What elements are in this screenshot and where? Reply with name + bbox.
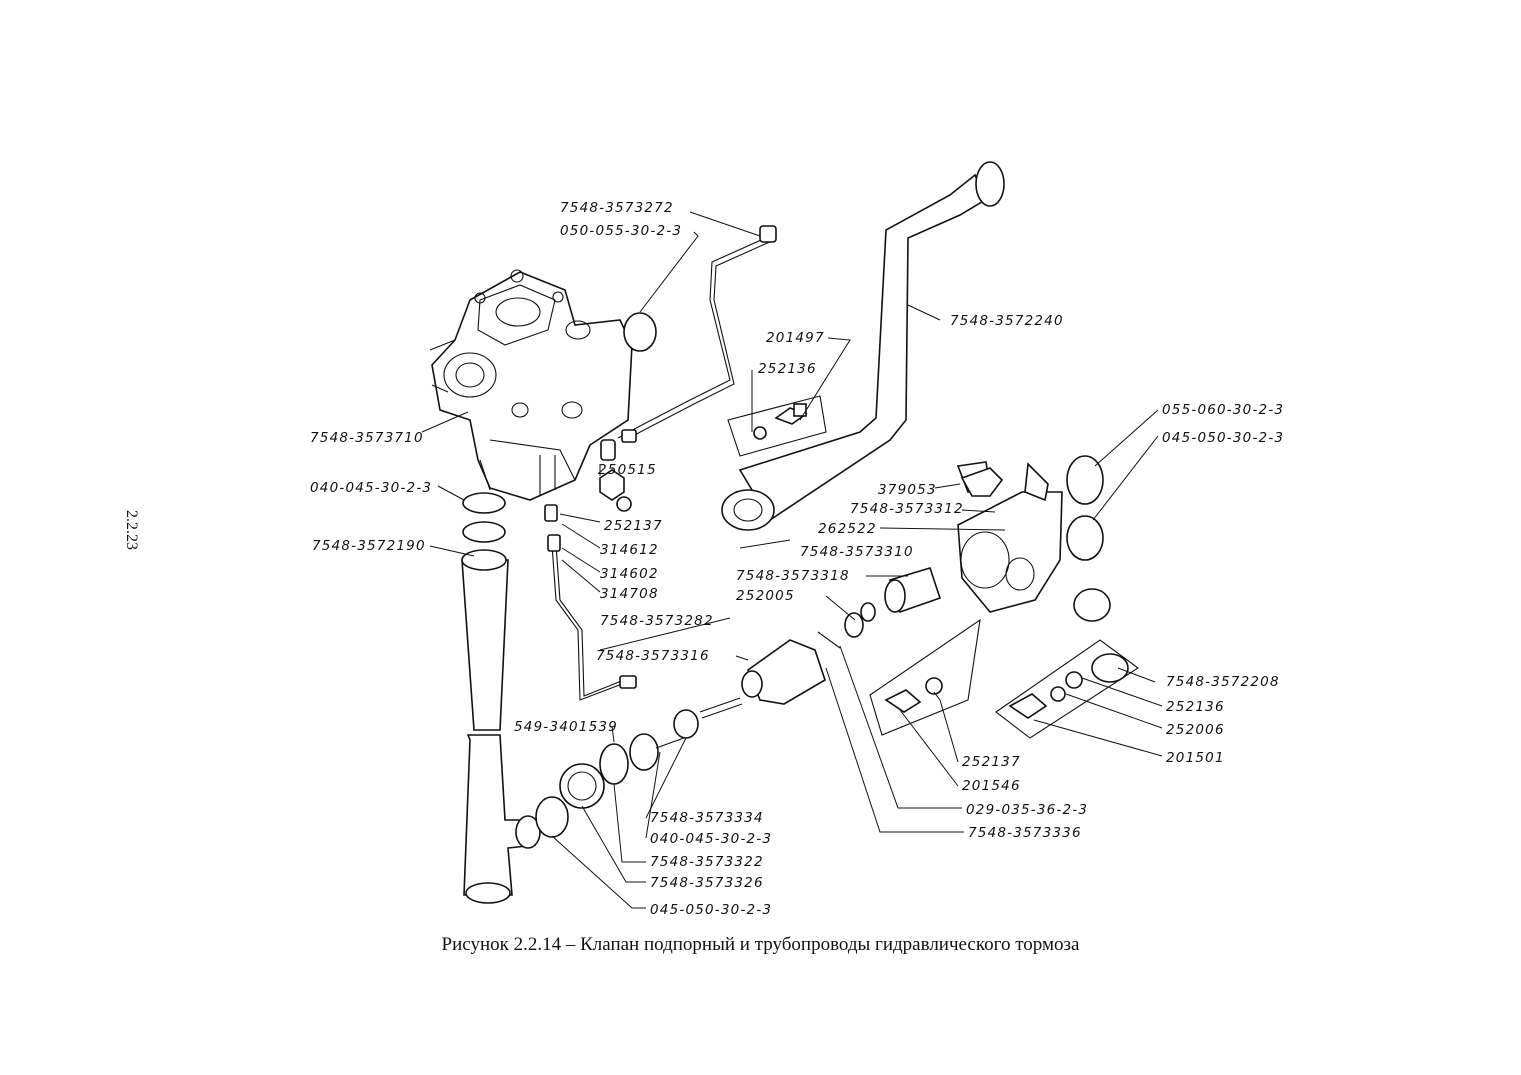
part-label: 252136 (758, 361, 817, 377)
figure-caption: Рисунок 2.2.14 – Клапан подпорный и труб… (441, 934, 1080, 955)
part-label: 201546 (962, 778, 1021, 794)
part-label: 029-035-36-2-3 (966, 802, 1088, 818)
page-number: 2.2.23 (123, 510, 140, 550)
part-label: 7548-3572208 (1166, 674, 1280, 690)
fitting-250515 (599, 439, 632, 512)
part-label: 7548-3573322 (650, 854, 764, 870)
part-label: 055-060-30-2-3 (1162, 402, 1284, 418)
part-label: 7548-3573282 (600, 613, 714, 629)
bolt-201497 (753, 403, 808, 440)
part-label: 040-045-30-2-3 (310, 480, 432, 496)
part-label: 045-050-30-2-3 (1162, 430, 1284, 446)
part-label: 7548-3573334 (650, 810, 764, 826)
plug-7548-3573322 (599, 743, 629, 785)
part-label: 252137 (962, 754, 1021, 770)
piston-7548-3573316 (699, 631, 841, 719)
part-label: 250515 (598, 462, 657, 478)
part-label: 549-3401539 (514, 719, 618, 735)
tube-7548-3573282 (544, 504, 637, 701)
part-label: 7548-3573326 (650, 875, 764, 891)
detail-frame-left (869, 618, 981, 736)
valve-7548-3573334 (629, 733, 685, 771)
part-label: 7548-3573316 (596, 648, 710, 664)
part-label: 7548-3573272 (560, 200, 674, 216)
part-label: 7548-3573336 (968, 825, 1082, 841)
o-ring-050-055 (623, 312, 657, 352)
plug-7548-3573326 (559, 763, 605, 809)
bolt-201546 (884, 677, 943, 713)
o-ring-252005-1 (860, 602, 876, 622)
elbow-379053 (960, 467, 1004, 497)
part-label: 314708 (600, 586, 659, 602)
part-label: 252006 (1166, 722, 1225, 738)
detail-frame-top (727, 395, 827, 457)
bolt-201501 (1008, 671, 1083, 719)
part-label: 262522 (818, 521, 877, 537)
part-label: 252005 (736, 588, 795, 604)
part-label: 7548-3573318 (736, 568, 850, 584)
part-label: 050-055-30-2-3 (560, 223, 682, 239)
o-ring-extra (462, 521, 506, 543)
leader-lines (421, 211, 1163, 909)
o-ring-040-045-lower (673, 709, 699, 739)
part-label: 040-045-30-2-3 (650, 831, 772, 847)
part-label: 045-050-30-2-3 (650, 902, 772, 918)
part-label: 201501 (1166, 750, 1225, 766)
part-label: 7548-3572190 (312, 538, 426, 554)
part-label: 314612 (600, 542, 659, 558)
part-label: 7548-3573312 (850, 501, 964, 517)
valve-body-part (429, 269, 633, 501)
part-label: 379053 (878, 482, 937, 498)
sleeve-7548-3573318 (884, 567, 942, 614)
pipe-7548-3572190 (461, 549, 541, 904)
part-number-labels: 7548-3573272 050-055-30-2-3 7548-3572240… (310, 200, 1284, 918)
pipe-7548-3572240 (721, 161, 1005, 531)
o-ring-252005-2 (844, 612, 864, 638)
part-label: 7548-3572240 (950, 313, 1064, 329)
tube-7548-3573272 (617, 225, 777, 443)
part-label: 7548-3573310 (800, 544, 914, 560)
part-label: 201497 (766, 330, 825, 346)
o-ring-040-045-upper (462, 492, 506, 514)
o-ring-045-050-lower (535, 796, 569, 838)
detail-frame-right (995, 639, 1139, 739)
part-label: 252136 (1166, 699, 1225, 715)
part-label: 252137 (604, 518, 663, 534)
part-label: 7548-3573710 (310, 430, 424, 446)
part-label: 314602 (600, 566, 659, 582)
